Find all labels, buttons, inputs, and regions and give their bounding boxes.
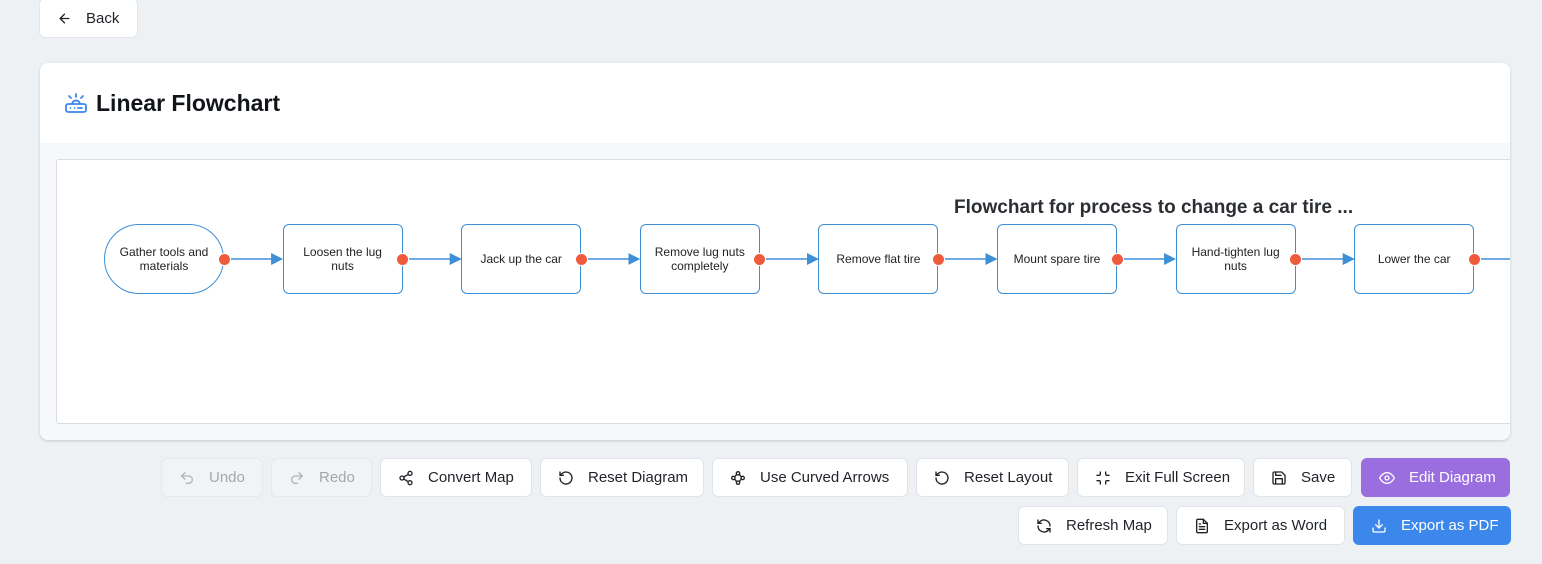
export-word-button[interactable]: Export as Word (1176, 506, 1345, 545)
share-icon (399, 470, 413, 485)
rotate-ccw-icon (559, 470, 573, 485)
reset-layout-label: Reset Layout (964, 469, 1053, 486)
export-pdf-button[interactable]: Export as PDF (1353, 506, 1511, 545)
connection-handle[interactable] (217, 252, 231, 266)
reset-diagram-label: Reset Diagram (588, 469, 689, 486)
reset-layout-button[interactable]: Reset Layout (916, 458, 1069, 497)
file-text-icon (1196, 518, 1208, 533)
arrow-left-icon (59, 13, 70, 23)
refresh-map-button[interactable]: Refresh Map (1018, 506, 1168, 545)
curved-arrows-label: Use Curved Arrows (760, 469, 890, 486)
flow-node[interactable]: Gather tools and materials (104, 224, 224, 294)
refresh-icon (1037, 518, 1051, 533)
convert-map-label: Convert Map (428, 469, 514, 486)
router-icon (65, 93, 87, 113)
exit-fullscreen-label: Exit Full Screen (1125, 469, 1231, 486)
minimize-icon (1096, 470, 1110, 485)
flow-node[interactable]: Hand-tighten lug nuts (1175, 224, 1296, 294)
back-label: Back (86, 9, 120, 27)
redo-label: Redo (319, 469, 355, 486)
flow-node[interactable]: Remove lug nuts completely (639, 224, 760, 294)
connection-handle[interactable] (931, 252, 945, 266)
card-header: Linear Flowchart (40, 63, 1510, 143)
connection-handle[interactable] (574, 252, 588, 266)
connection-handle[interactable] (1289, 252, 1303, 266)
connection-handle[interactable] (396, 252, 410, 266)
flow-node[interactable]: Loosen the lug nuts (282, 224, 403, 294)
back-button[interactable]: Back (39, 0, 138, 38)
eye-icon (1379, 471, 1395, 484)
diagram-title: Flowchart for process to change a car ti… (954, 197, 1354, 218)
rotate-ccw-icon (935, 470, 949, 485)
diagram-canvas[interactable]: Flowchart for process to change a car ti… (56, 159, 1510, 424)
save-button[interactable]: Save (1253, 458, 1352, 497)
undo-label: Undo (209, 469, 245, 486)
export-pdf-label: Export as PDF (1401, 517, 1499, 534)
flow-node[interactable]: Jack up the car (461, 224, 582, 294)
canvas-area: Flowchart for process to change a car ti… (40, 143, 1510, 440)
workflow-icon (731, 470, 745, 485)
diagram-card: Linear Flowchart Flowchart for process t… (40, 63, 1510, 440)
flow-node[interactable]: Mount spare tire (997, 224, 1117, 294)
redo-icon (291, 471, 303, 484)
refresh-map-label: Refresh Map (1066, 517, 1152, 534)
flow-node[interactable]: Remove flat tire (818, 224, 939, 294)
connection-handle[interactable] (1110, 252, 1124, 266)
diagram-edges (230, 253, 1510, 265)
save-label: Save (1301, 469, 1336, 486)
reset-diagram-button[interactable]: Reset Diagram (540, 458, 704, 497)
connection-handle[interactable] (1467, 252, 1481, 266)
convert-map-button[interactable]: Convert Map (380, 458, 532, 497)
undo-button[interactable]: Undo (161, 458, 263, 497)
download-icon (1372, 518, 1386, 533)
curved-arrows-button[interactable]: Use Curved Arrows (712, 458, 908, 497)
save-icon (1272, 470, 1286, 485)
redo-button[interactable]: Redo (271, 458, 372, 497)
exit-fullscreen-button[interactable]: Exit Full Screen (1077, 458, 1245, 497)
undo-icon (181, 471, 193, 484)
connection-handle[interactable] (753, 252, 767, 266)
flow-node[interactable]: Lower the car (1354, 224, 1475, 294)
page-title: Linear Flowchart (96, 89, 281, 116)
edit-diagram-label: Edit Diagram (1409, 469, 1496, 486)
edit-diagram-button[interactable]: Edit Diagram (1361, 458, 1510, 497)
export-word-label: Export as Word (1224, 517, 1328, 534)
